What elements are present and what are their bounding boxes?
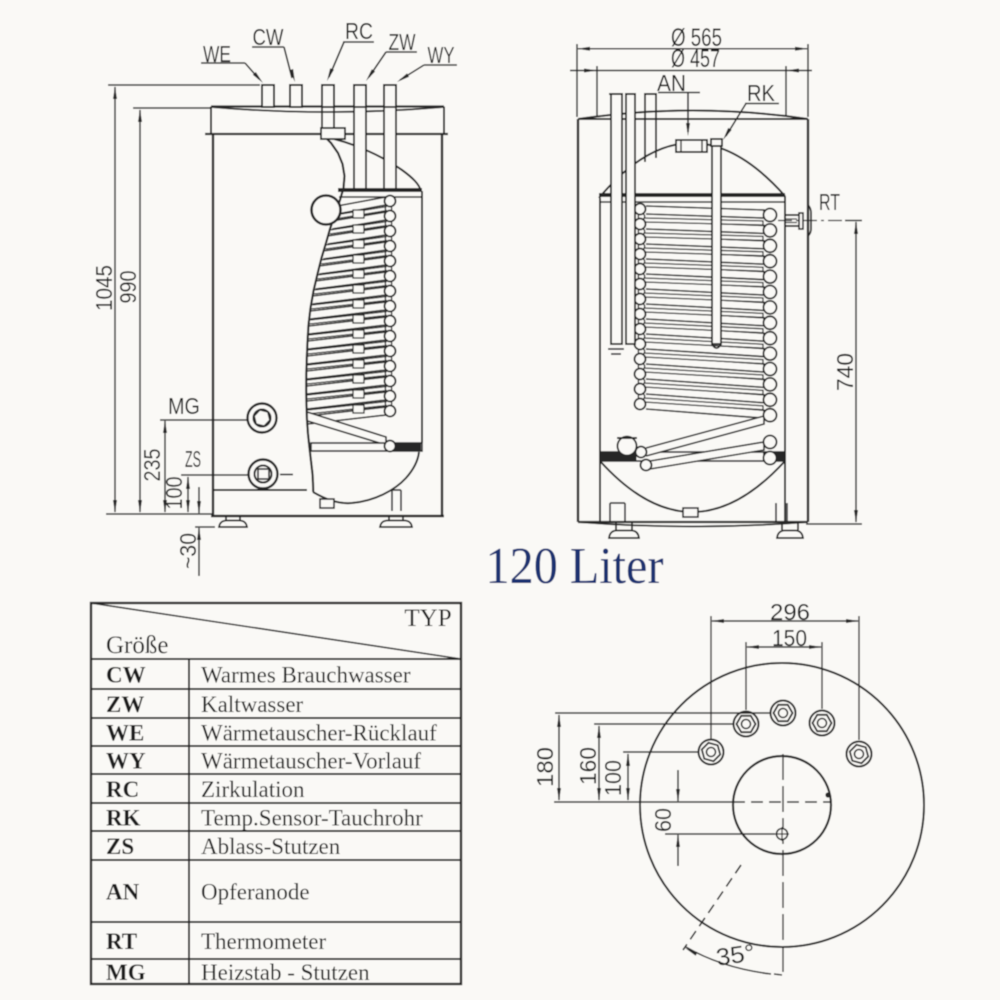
svg-text:Wärmetauscher-Rücklauf: Wärmetauscher-Rücklauf [201, 721, 437, 746]
svg-text:CW: CW [253, 24, 284, 50]
svg-text:RT: RT [106, 929, 137, 954]
svg-text:100: 100 [161, 477, 187, 510]
svg-text:180: 180 [532, 747, 558, 787]
svg-text:Thermometer: Thermometer [201, 929, 327, 954]
svg-text:235: 235 [139, 449, 165, 482]
svg-text:RC: RC [345, 18, 373, 44]
svg-text:WY: WY [106, 749, 146, 774]
svg-text:35°: 35° [714, 939, 756, 971]
svg-text:100: 100 [600, 760, 626, 796]
svg-text:150: 150 [772, 625, 807, 651]
svg-text:990: 990 [115, 271, 141, 304]
svg-text:WE: WE [106, 721, 144, 746]
svg-text:~30: ~30 [175, 533, 201, 569]
svg-text:RC: RC [106, 777, 139, 802]
svg-text:MG: MG [168, 393, 200, 419]
svg-text:ZW: ZW [389, 29, 416, 55]
svg-text:Wärmetauscher-Vorlauf: Wärmetauscher-Vorlauf [201, 749, 421, 774]
svg-text:Opferanode: Opferanode [201, 880, 310, 905]
svg-text:60: 60 [650, 808, 676, 832]
svg-text:ZW: ZW [106, 692, 144, 717]
svg-text:Ø 457: Ø 457 [671, 45, 720, 73]
svg-text:RT: RT [819, 189, 840, 215]
svg-text:Ablass-Stutzen: Ablass-Stutzen [201, 834, 341, 859]
svg-text:AN: AN [657, 70, 686, 96]
svg-text:AN: AN [106, 880, 140, 905]
svg-text:Zirkulation: Zirkulation [201, 777, 305, 802]
svg-text:MG: MG [106, 960, 146, 985]
svg-text:TYP: TYP [404, 605, 451, 632]
svg-text:Kaltwasser: Kaltwasser [201, 692, 304, 717]
svg-text:ZS: ZS [106, 834, 134, 859]
svg-text:Heizstab - Stutzen: Heizstab - Stutzen [201, 960, 370, 985]
svg-text:CW: CW [106, 663, 146, 688]
svg-text:1045: 1045 [91, 265, 117, 311]
svg-text:740: 740 [832, 353, 858, 391]
svg-text:RK: RK [106, 806, 141, 831]
svg-text:WY: WY [428, 42, 455, 68]
svg-text:Temp.Sensor-Tauchrohr: Temp.Sensor-Tauchrohr [201, 806, 423, 831]
svg-text:120 Liter: 120 Liter [486, 538, 664, 595]
svg-text:Größe: Größe [106, 632, 168, 659]
svg-text:160: 160 [575, 747, 601, 785]
svg-text:Ø 565: Ø 565 [671, 24, 722, 52]
svg-text:ZS: ZS [185, 446, 201, 472]
svg-text:296: 296 [770, 599, 810, 625]
svg-text:RK: RK [747, 80, 776, 106]
svg-text:Warmes Brauchwasser: Warmes Brauchwasser [201, 663, 411, 688]
